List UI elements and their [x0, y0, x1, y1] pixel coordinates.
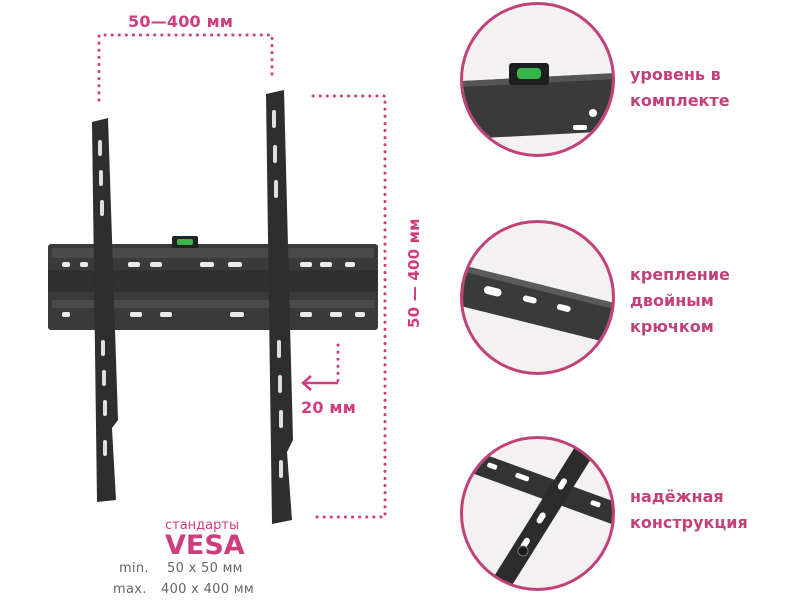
left-vertical-arm [92, 118, 118, 502]
feature-level-line2: комплекте [630, 91, 730, 110]
depth-dimension-label: 20 мм [301, 398, 356, 417]
feature-hook-text: крепление двойным крючком [630, 262, 730, 340]
feature-frame-text: надёжная конструкция [630, 484, 748, 536]
tv-mount-illustration [48, 33, 387, 524]
right-vertical-arm [266, 90, 293, 524]
feature-circle-frame [460, 436, 615, 591]
feature-hook-line1: крепление [630, 265, 730, 284]
vesa-max-value: 400 x 400 мм [161, 582, 254, 597]
vesa-min-row: min. 50 x 50 мм [119, 561, 243, 576]
bubble-level [172, 236, 198, 248]
vesa-min-value: 50 x 50 мм [167, 561, 243, 576]
width-dimension-label: 50—400 мм [128, 12, 234, 31]
feature-hook-line3: крючком [630, 317, 714, 336]
vesa-title: VESA [165, 530, 245, 561]
vesa-min-label: min. [119, 561, 149, 576]
horizontal-rail [48, 244, 378, 330]
feature-circle-level [460, 2, 615, 157]
dimension-guides [97, 33, 387, 519]
feature-frame-line1: надёжная [630, 487, 724, 506]
vesa-caption: стандарты [165, 518, 240, 533]
height-dimension-label: 50 — 400 мм [405, 218, 423, 328]
feature-frame-line2: конструкция [630, 513, 748, 532]
vesa-max-label: max. [113, 582, 147, 597]
hook-icon [463, 264, 612, 347]
level-icon [463, 63, 612, 140]
feature-hook-line2: двойным [630, 291, 714, 310]
vesa-max-row: max. 400 x 400 мм [113, 582, 254, 597]
depth-arrow [301, 375, 338, 391]
feature-circle-hook [460, 220, 615, 375]
frame-icon [464, 439, 612, 588]
feature-level-text: уровень в комплекте [630, 62, 730, 114]
feature-level-line1: уровень в [630, 65, 721, 84]
